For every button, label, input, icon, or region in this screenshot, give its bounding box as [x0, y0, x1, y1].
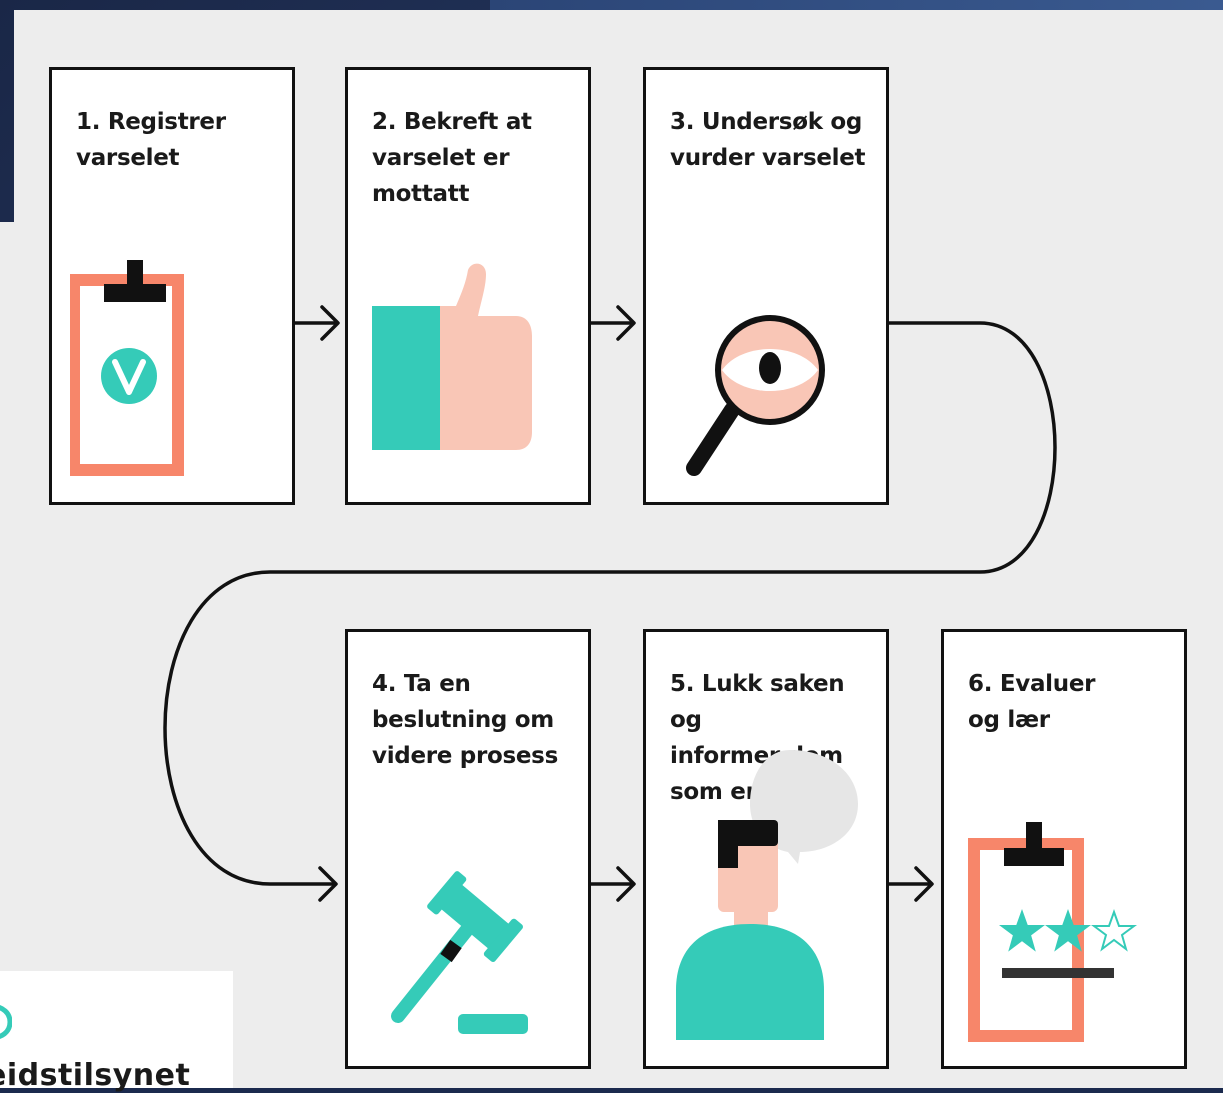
diagram-canvas-extension [0, 222, 14, 1088]
step-card-4: 4. Ta en beslutning om videre prosess [345, 629, 591, 1069]
clipboard-check-icon [70, 260, 184, 476]
step-label-1: 1. Registrer varselet [76, 109, 226, 171]
clipboard-rating-icon [968, 822, 1137, 1042]
step-card-5: 5. Lukk saken og informer dem som er ber… [643, 629, 889, 1069]
step-card-3: 3. Undersøk og vurder varselet [643, 67, 889, 505]
rating-stars [999, 909, 1137, 952]
star-filled-1 [999, 909, 1045, 952]
connector-3-to-4 [163, 321, 1057, 886]
step-label-2: 2. Bekreft at varselet er mottatt [372, 109, 532, 207]
arrow-4-to-5 [588, 866, 636, 902]
step-card-6: 6. Evaluer og lær [941, 629, 1187, 1069]
person-speech-icon [676, 750, 858, 1040]
star-empty-3 [1091, 909, 1137, 952]
arrow-2-to-3 [588, 305, 636, 341]
step-label-6: 6. Evaluer og lær [968, 671, 1096, 733]
step-label-4: 4. Ta en beslutning om videre prosess [372, 671, 558, 769]
step-label-3: 3. Undersøk og vurder varselet [670, 109, 866, 171]
arrow-head-4 [318, 866, 338, 902]
logo-panel [0, 971, 233, 1088]
thumbs-up-icon [372, 263, 532, 450]
background-strip [490, 0, 1223, 12]
logo-mark-icon [0, 1005, 12, 1039]
step-card-2: 2. Bekreft at varselet er mottatt [345, 67, 591, 505]
gavel-icon [391, 871, 528, 1034]
magnifier-eye-icon [686, 315, 825, 476]
step-card-1: 1. Registrer varselet [49, 67, 295, 505]
arrow-5-to-6 [886, 866, 934, 902]
star-filled-2 [1045, 909, 1091, 952]
arrow-1-to-2 [292, 305, 340, 341]
logo-text: eidstilsynet [0, 1058, 191, 1093]
